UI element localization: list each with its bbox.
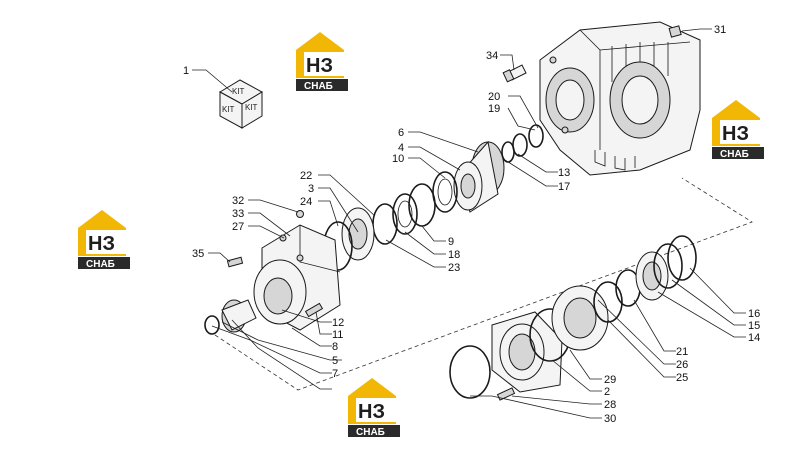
callout-31: 31 <box>714 24 726 36</box>
callout-15: 15 <box>748 320 760 332</box>
ring-25 <box>593 281 623 323</box>
callout-33: 33 <box>232 208 244 220</box>
callout-9: 9 <box>448 236 454 248</box>
kit-label-left: KIT <box>222 105 235 114</box>
kit-label-right: KIT <box>245 103 258 112</box>
kit-box: KIT KIT KIT <box>218 79 264 129</box>
callout-labels: 1 2 3 4 5 6 7 8 9 10 11 12 13 14 15 16 1… <box>183 24 760 425</box>
brand-logo-bottom: НЗ СНАБ <box>348 378 400 438</box>
callout-17: 17 <box>558 181 570 193</box>
pinion-shaft <box>204 299 257 335</box>
callout-4: 4 <box>398 142 404 154</box>
callout-8: 8 <box>332 341 338 353</box>
callout-16: 16 <box>748 308 760 320</box>
callout-5: 5 <box>332 355 338 367</box>
dashed-assembly-outline <box>214 177 753 391</box>
callout-32: 32 <box>232 195 244 207</box>
bolt-35 <box>226 256 244 268</box>
plug-31 <box>668 25 682 38</box>
ring-16 <box>667 235 697 281</box>
callout-30: 30 <box>604 413 616 425</box>
collar-22 <box>341 207 375 261</box>
callout-22: 22 <box>300 170 312 182</box>
callout-28: 28 <box>604 399 616 411</box>
callout-20: 20 <box>488 91 500 103</box>
callout-34: 34 <box>486 50 498 62</box>
bearing-18 <box>392 193 418 235</box>
callout-3: 3 <box>308 183 314 195</box>
callout-6: 6 <box>398 127 404 139</box>
callout-26: 26 <box>676 359 688 371</box>
callout-1: 1 <box>183 65 189 77</box>
callout-14: 14 <box>748 332 760 344</box>
ring-15 <box>653 243 683 289</box>
callout-18: 18 <box>448 249 460 261</box>
callout-21: 21 <box>676 346 688 358</box>
callout-23: 23 <box>448 262 460 274</box>
motor-flange <box>253 210 341 331</box>
callout-19: 19 <box>488 103 500 115</box>
logo-caption: СНАБ <box>304 81 333 92</box>
brand-logo-left: НЗ СНАБ <box>78 210 130 270</box>
callout-7: 7 <box>332 368 338 380</box>
callout-24: 24 <box>300 196 312 208</box>
kit-label-top: KIT <box>232 87 245 96</box>
brand-logo-right: НЗ СНАБ <box>712 100 764 160</box>
callout-10: 10 <box>392 153 404 165</box>
disc-14 <box>635 251 669 301</box>
ring-9 <box>408 183 436 227</box>
logo-caption: СНАБ <box>86 259 115 270</box>
logo-caption: СНАБ <box>356 427 385 438</box>
callout-12: 12 <box>332 317 344 329</box>
callout-2: 2 <box>604 386 610 398</box>
callout-29: 29 <box>604 374 616 386</box>
callout-35: 35 <box>192 248 204 260</box>
logo-mark: НЗ <box>88 233 115 255</box>
logo-caption: СНАБ <box>720 149 749 160</box>
callout-leaders <box>192 28 746 419</box>
callout-25: 25 <box>676 372 688 384</box>
logo-mark: НЗ <box>722 123 749 145</box>
logo-mark: НЗ <box>306 55 333 77</box>
callout-11: 11 <box>332 329 343 341</box>
logo-mark: НЗ <box>358 401 385 423</box>
callout-13: 13 <box>558 167 570 179</box>
bolt-11 <box>304 302 324 318</box>
bolt-34 <box>502 64 527 83</box>
snap-ring-23 <box>372 203 398 245</box>
brand-logo-top: НЗ СНАБ <box>296 32 348 92</box>
o-ring-30 <box>449 345 491 399</box>
cover-plate-2 <box>491 311 563 393</box>
gear-housing <box>539 21 701 176</box>
callout-27: 27 <box>232 221 244 233</box>
bolt-28 <box>496 387 516 401</box>
gear-6 <box>453 140 505 213</box>
